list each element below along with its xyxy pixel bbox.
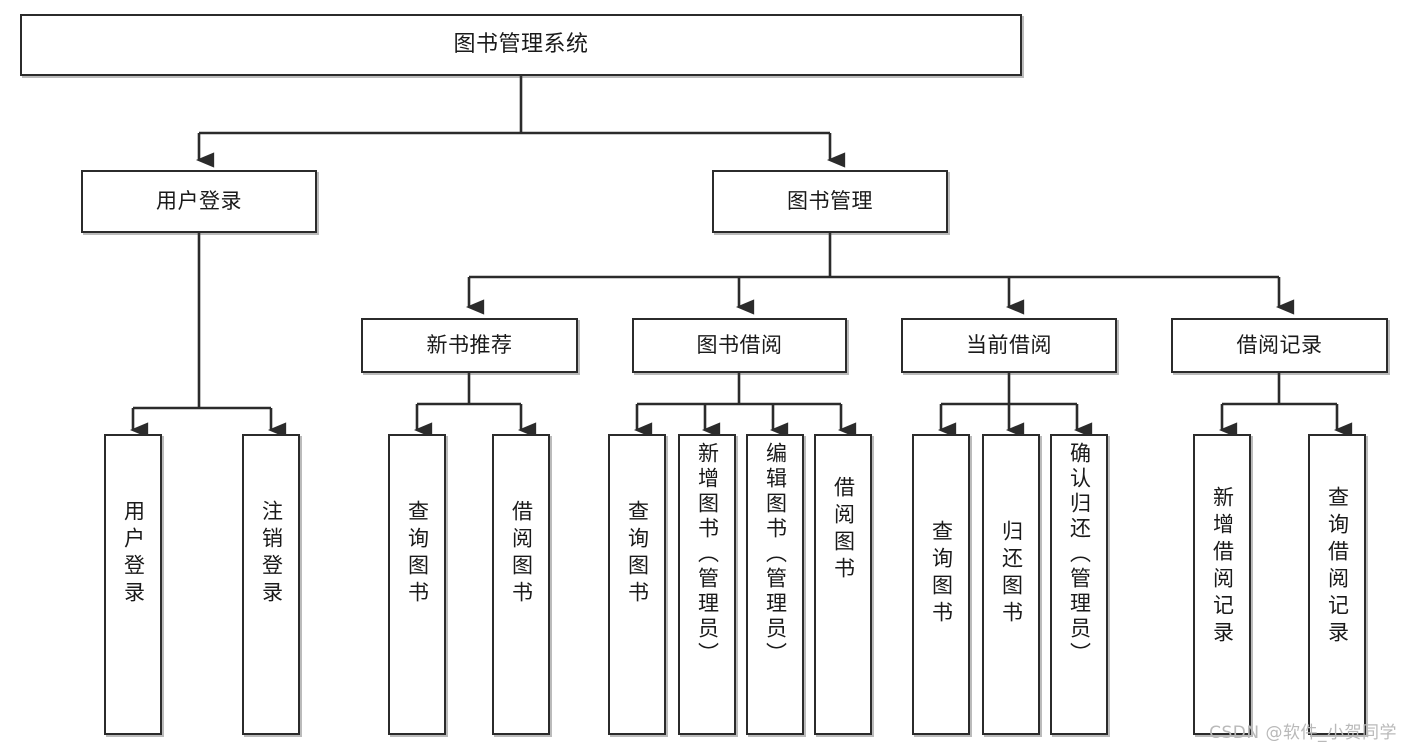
leaf-query-book-recommend[interactable]: 查询图书 [388,434,446,735]
leaf-add-book-admin[interactable]: 新增图书（管理员） [678,434,736,735]
node-label: 归还图书 [999,520,1024,628]
leaf-edit-book-admin[interactable]: 编辑图书（管理员） [746,434,804,735]
node-label: 编辑图书（管理员） [763,442,788,667]
node-label: 查询图书 [405,500,430,608]
csdn-watermark: CSDN @软件_小贺同学 [1209,723,1397,743]
node-label: 确认归还（管理员） [1067,442,1092,667]
leaf-query-book-current[interactable]: 查询图书 [912,434,970,735]
leaf-confirm-return-admin[interactable]: 确认归还（管理员） [1050,434,1108,735]
node-current-borrow[interactable]: 当前借阅 [901,318,1117,373]
leaf-borrow-book-recommend[interactable]: 借阅图书 [492,434,550,735]
node-label: 查询借阅记录 [1325,486,1350,648]
node-label: 新增借阅记录 [1210,486,1235,648]
node-new-book-recommend[interactable]: 新书推荐 [361,318,578,373]
leaf-user-login[interactable]: 用户登录 [104,434,162,735]
node-label: 查询图书 [625,500,650,608]
node-label: 用户登录 [156,189,242,214]
leaf-logout[interactable]: 注销登录 [242,434,300,735]
node-label: 查询图书 [929,520,954,628]
node-label: 新增图书（管理员） [695,442,720,667]
node-label: 新书推荐 [426,333,513,358]
node-book-borrow[interactable]: 图书借阅 [632,318,847,373]
leaf-add-borrow-record[interactable]: 新增借阅记录 [1193,434,1251,735]
node-label: 图书管理 [787,189,873,214]
node-label: 借阅记录 [1236,333,1323,358]
leaf-return-book[interactable]: 归还图书 [982,434,1040,735]
leaf-borrow-book[interactable]: 借阅图书 [814,434,872,735]
node-user-login[interactable]: 用户登录 [81,170,317,233]
node-book-management[interactable]: 图书管理 [712,170,948,233]
node-root-book-management-system[interactable]: 图书管理系统 [20,14,1022,76]
leaf-query-borrow-record[interactable]: 查询借阅记录 [1308,434,1366,735]
node-label: 当前借阅 [966,333,1052,358]
node-label: 图书管理系统 [453,32,589,58]
leaf-query-book-borrow[interactable]: 查询图书 [608,434,666,735]
node-borrow-record[interactable]: 借阅记录 [1171,318,1388,373]
node-label: 用户登录 [121,500,146,608]
node-label: 借阅图书 [831,476,856,584]
node-label: 注销登录 [259,500,284,608]
node-label: 图书借阅 [696,333,783,358]
node-label: 借阅图书 [509,500,534,608]
